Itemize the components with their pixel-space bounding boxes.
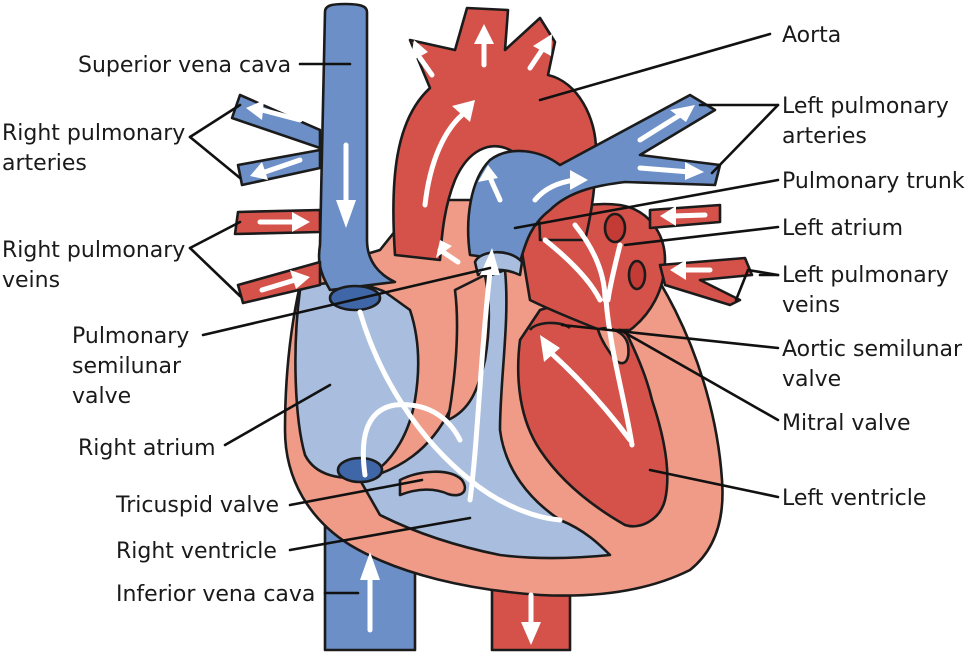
label-pulmonary-semilunar-valve: Pulmonary semilunar valve [72,324,196,409]
label-tricuspid-valve: Tricuspid valve [115,493,279,518]
label-left-atrium: Left atrium [782,216,903,241]
label-left-pulmonary-arteries: Left pulmonary arteries [782,94,956,149]
label-right-pulmonary-arteries: Right pulmonary arteries [2,121,192,176]
label-right-ventricle: Right ventricle [116,539,277,564]
label-aorta: Aorta [782,23,841,48]
label-aortic-semilunar-valve: Aortic semilunar valve [782,337,969,392]
labels: Superior vena cava Aorta Right pulmonary… [2,23,969,607]
pulmonary-trunk-vessel [466,93,722,264]
pulmonary-vein-opening-lower [627,259,647,291]
leader-lines [188,32,780,595]
label-inferior-vena-cava: Inferior vena cava [116,582,315,607]
label-pulmonary-trunk: Pulmonary trunk [782,169,965,194]
label-left-ventricle: Left ventricle [782,486,926,511]
label-mitral-valve: Mitral valve [782,411,911,436]
superior-vena-cava-opening [328,284,382,312]
tricuspid-valve-shape [398,470,467,497]
pulmonary-vein-opening-upper [603,212,627,244]
label-right-pulmonary-veins: Right pulmonary veins [2,238,192,293]
right-pulmonary-artery-upper [230,93,322,150]
blood-flow-arrows [246,24,713,645]
superior-vena-cava-vessel [317,2,397,292]
label-superior-vena-cava: Superior vena cava [78,53,291,78]
right-atrium-chamber [294,281,420,479]
inferior-vena-cava-opening [336,456,384,484]
label-right-atrium: Right atrium [78,436,216,461]
label-left-pulmonary-veins: Left pulmonary veins [782,263,956,318]
